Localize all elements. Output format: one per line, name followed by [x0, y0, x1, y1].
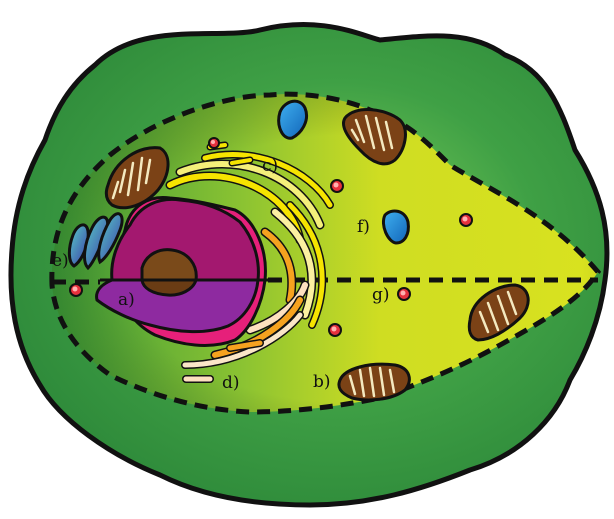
label-f: f) — [357, 217, 370, 237]
label-b: b) — [313, 372, 331, 392]
mitochondrion-bottom — [339, 364, 409, 400]
label-d: d) — [222, 373, 240, 393]
label-a: a) — [118, 290, 135, 310]
label-c: c) — [262, 156, 278, 176]
label-e: e) — [52, 251, 69, 271]
vacuole-f — [383, 211, 408, 243]
label-g: g) — [372, 285, 390, 305]
